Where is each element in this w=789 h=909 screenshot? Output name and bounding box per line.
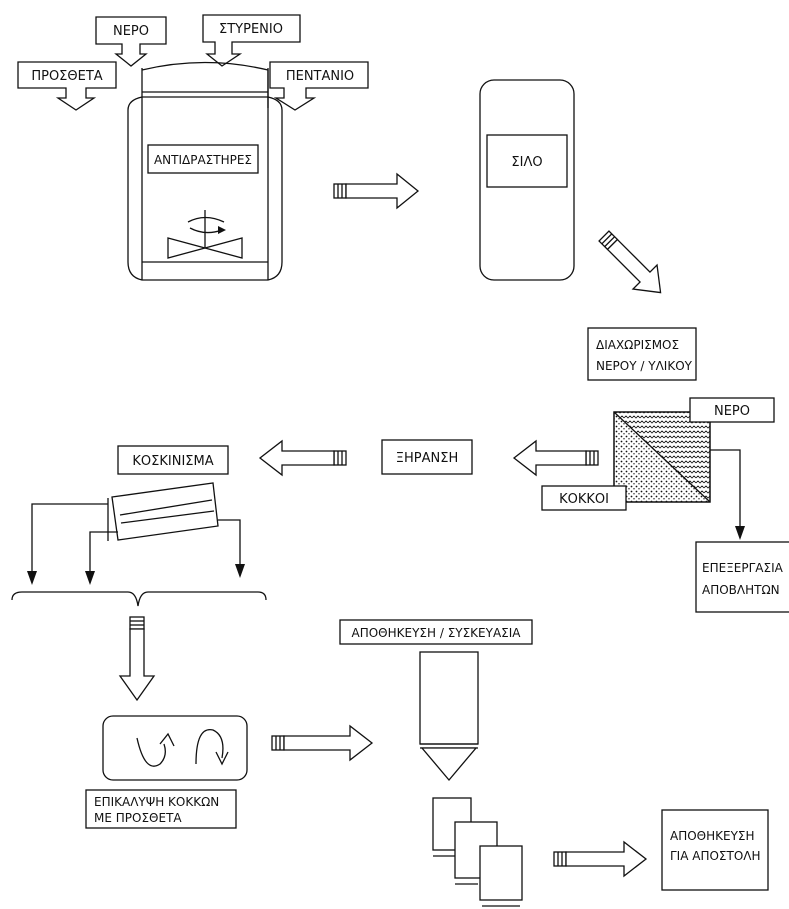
sieving-block: ΚΟΣΚΙΝΙΣΜΑ bbox=[117, 445, 229, 475]
silo: ΣΙΛΟ bbox=[479, 79, 575, 281]
flow-arrow-drying-to-sieving bbox=[258, 439, 347, 477]
drying-label: ΞΗΡΑΝΣΗ bbox=[396, 451, 458, 466]
reactors-label: ΑΝΤΙΔΡΑΣΤΗΡΕΣ bbox=[154, 153, 252, 167]
flow-arrow-coating-to-storage bbox=[271, 724, 374, 762]
flow-arrow-silo-to-separation bbox=[598, 230, 662, 294]
storage-packaging-block: ΑΠΟΘΗΚΕΥΣΗ / ΣΥΣΚΕΥΑΣΙΑ bbox=[339, 619, 533, 645]
waste-label-line2: ΑΠΟΒΛΗΤΩΝ bbox=[702, 583, 780, 597]
separation-label-line1: ΔΙΑΧΩΡΙΣΜΟΣ bbox=[596, 338, 679, 352]
storage-packaging-label: ΑΠΟΘΗΚΕΥΣΗ / ΣΥΣΚΕΥΑΣΙΑ bbox=[351, 626, 521, 640]
granules-output: ΚΟΚΚΟΙ bbox=[541, 485, 627, 511]
storage-hopper bbox=[419, 651, 479, 782]
shipping-label-line2: ΓΙΑ ΑΠΟΣΤΟΛΗ bbox=[670, 849, 761, 863]
coating-drum bbox=[102, 715, 248, 781]
input-additives-callout: ΠΡΟΣΘΕΤΑ bbox=[17, 61, 117, 111]
coating-label-block: ΕΠΙΚΑΛΥΨΗ ΚΟΚΚΩΝ ΜΕ ΠΡΟΣΘΕΤΑ bbox=[85, 789, 237, 829]
flow-arrow-sieving-to-coating bbox=[118, 616, 156, 702]
flow-arrow-reactor-to-silo bbox=[333, 172, 420, 210]
separation-label-line2: ΝΕΡΟΥ / ΥΛΙΚΟΥ bbox=[596, 359, 693, 373]
waste-treatment-block: ΕΠΕΞΕΡΓΑΣΙΑ ΑΠΟΒΛΗΤΩΝ bbox=[695, 541, 789, 613]
flow-line-to-waste bbox=[710, 449, 745, 540]
shipping-label-line1: ΑΠΟΘΗΚΕΥΣΗ bbox=[670, 829, 755, 843]
input-styrene-callout: ΣΤΥΡΕΝΙΟ bbox=[202, 14, 301, 67]
separator-unit bbox=[613, 411, 711, 503]
sieve-drum bbox=[107, 482, 219, 541]
flow-arrow-separation-to-drying bbox=[512, 439, 599, 477]
coating-label-line1: ΕΠΙΚΑΛΥΨΗ ΚΟΚΚΩΝ bbox=[94, 795, 219, 809]
flow-arrow-packaging-to-shipping bbox=[553, 840, 648, 878]
input-additives-label: ΠΡΟΣΘΕΤΑ bbox=[31, 69, 102, 84]
coating-label-line2: ΜΕ ΠΡΟΣΘΕΤΑ bbox=[94, 811, 182, 825]
drying-block: ΞΗΡΑΝΣΗ bbox=[381, 439, 473, 475]
shipping-storage-block: ΑΠΟΘΗΚΕΥΣΗ ΓΙΑ ΑΠΟΣΤΟΛΗ bbox=[661, 809, 769, 891]
reactors-label-box bbox=[147, 144, 259, 174]
sieve-outlets bbox=[27, 503, 245, 585]
silo-label-box bbox=[486, 134, 568, 188]
silo-label: ΣΙΛΟ bbox=[511, 155, 542, 170]
collector-brace bbox=[11, 591, 267, 607]
granules-label: ΚΟΚΚΟΙ bbox=[559, 492, 609, 507]
packaging-bags bbox=[432, 797, 523, 907]
input-water-label: ΝΕΡΟ bbox=[113, 24, 149, 39]
input-pentane-callout: ΠΕΝΤΑΝΙΟ bbox=[269, 61, 369, 111]
water-output-label: ΝΕΡΟ bbox=[714, 404, 750, 419]
sieving-label: ΚΟΣΚΙΝΙΣΜΑ bbox=[132, 454, 213, 469]
input-pentane-label: ΠΕΝΤΑΝΙΟ bbox=[286, 69, 354, 84]
waste-label-line1: ΕΠΕΞΕΡΓΑΣΙΑ bbox=[702, 561, 784, 575]
input-styrene-label: ΣΤΥΡΕΝΙΟ bbox=[219, 22, 283, 37]
separation-label-block: ΔΙΑΧΩΡΙΣΜΟΣ ΝΕΡΟΥ / ΥΛΙΚΟΥ bbox=[587, 327, 697, 381]
water-output: ΝΕΡΟ bbox=[689, 397, 775, 423]
agitator-icon bbox=[167, 210, 243, 259]
reactor-vessel: ΑΝΤΙΔΡΑΣΤΗΡΕΣ bbox=[127, 61, 283, 281]
input-water-callout: ΝΕΡΟ bbox=[95, 16, 167, 67]
